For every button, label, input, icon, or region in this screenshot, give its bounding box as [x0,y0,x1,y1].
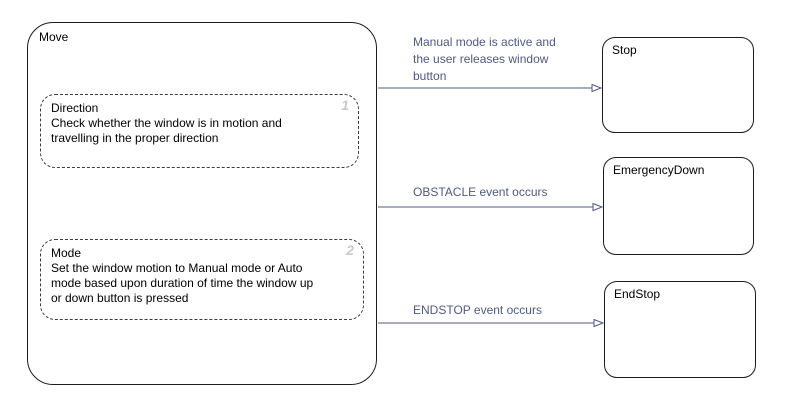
state-stop[interactable]: Stop [602,37,754,133]
substate-direction-desc-line: travelling in the proper direction [51,131,219,145]
substate-direction-number: 1 [341,97,349,113]
state-emergencydown[interactable]: EmergencyDown [603,157,754,255]
state-emergencydown-title: EmergencyDown [613,163,705,177]
substate-mode[interactable]: 2 Mode Set the window motion to Manual m… [40,239,364,320]
state-endstop[interactable]: EndStop [604,281,756,378]
state-move-title: Move [39,30,69,44]
transition-label-line: the user releases window [413,52,549,66]
substate-mode-desc-line: Set the window motion to Manual mode or … [51,261,303,275]
transition-label-line: Manual mode is active and [413,35,556,49]
transition-label-line: button [413,69,447,83]
substate-mode-title: Mode [51,246,82,260]
substate-direction[interactable]: 1 Direction Check whether the window is … [40,94,359,168]
state-endstop-title: EndStop [614,287,661,301]
substate-mode-description: Set the window motion to Manual mode or … [51,261,313,306]
substate-mode-desc-line: or down button is pressed [51,291,189,305]
substate-direction-desc-line: Check whether the window is in motion an… [51,116,282,130]
transition-label-move-to-endstop[interactable]: ENDSTOP event occurs [413,302,542,319]
transition-label-move-to-stop[interactable]: Manual mode is active and the user relea… [413,34,556,85]
substate-direction-title: Direction [51,101,99,115]
substate-mode-desc-line: mode based upon duration of time the win… [51,276,314,290]
substate-direction-description: Check whether the window is in motion an… [51,116,282,146]
transition-label-line: ENDSTOP event occurs [413,303,542,317]
transition-label-line: OBSTACLE event occurs [413,185,548,199]
state-stop-title: Stop [612,43,637,57]
transition-label-move-to-emergencydown[interactable]: OBSTACLE event occurs [413,184,548,201]
state-move[interactable]: Move 1 Direction Check whether the windo… [27,22,377,385]
substate-mode-number: 2 [346,242,354,258]
